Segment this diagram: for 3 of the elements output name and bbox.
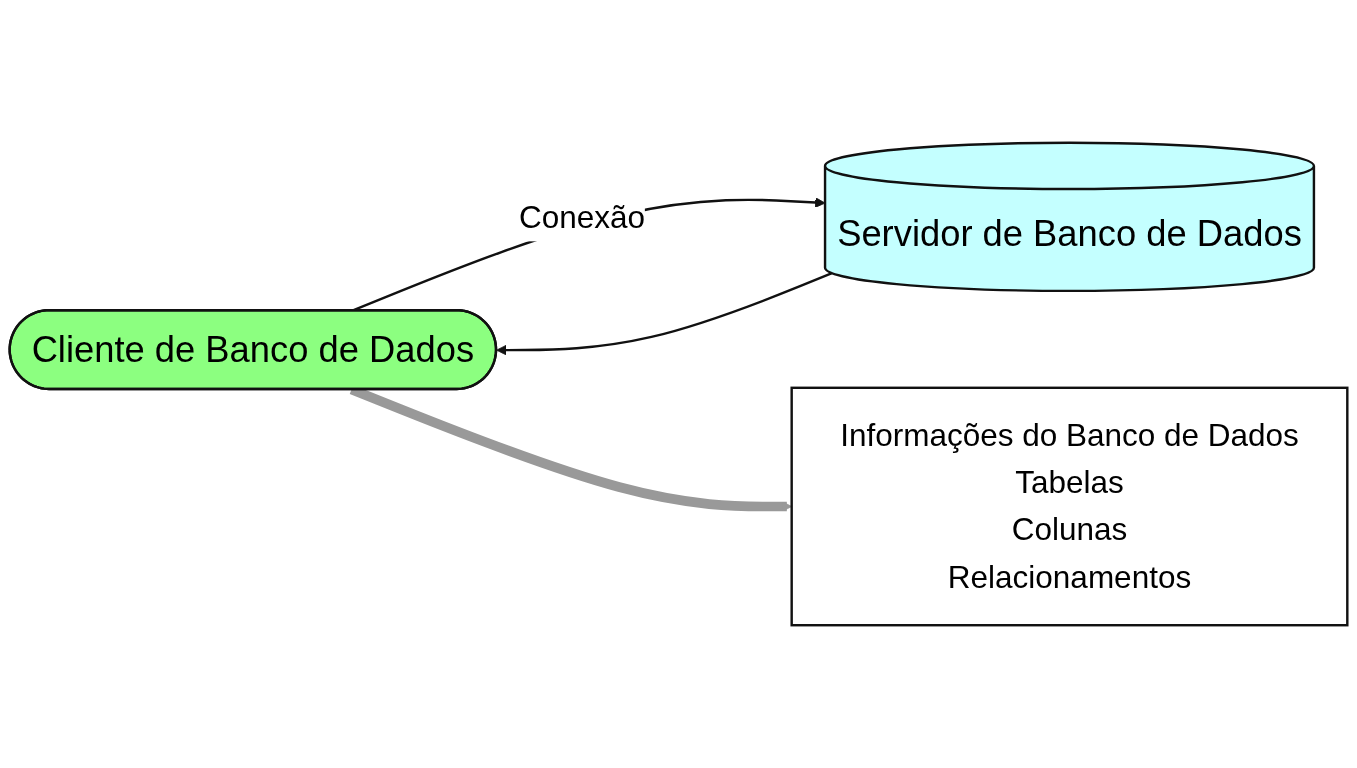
node-box: Informações do Banco de Dados Tabelas Colunas Relacionamentos [790, 386, 1349, 627]
arrow [496, 272, 833, 356]
edge-label: Conexão [518, 199, 645, 236]
